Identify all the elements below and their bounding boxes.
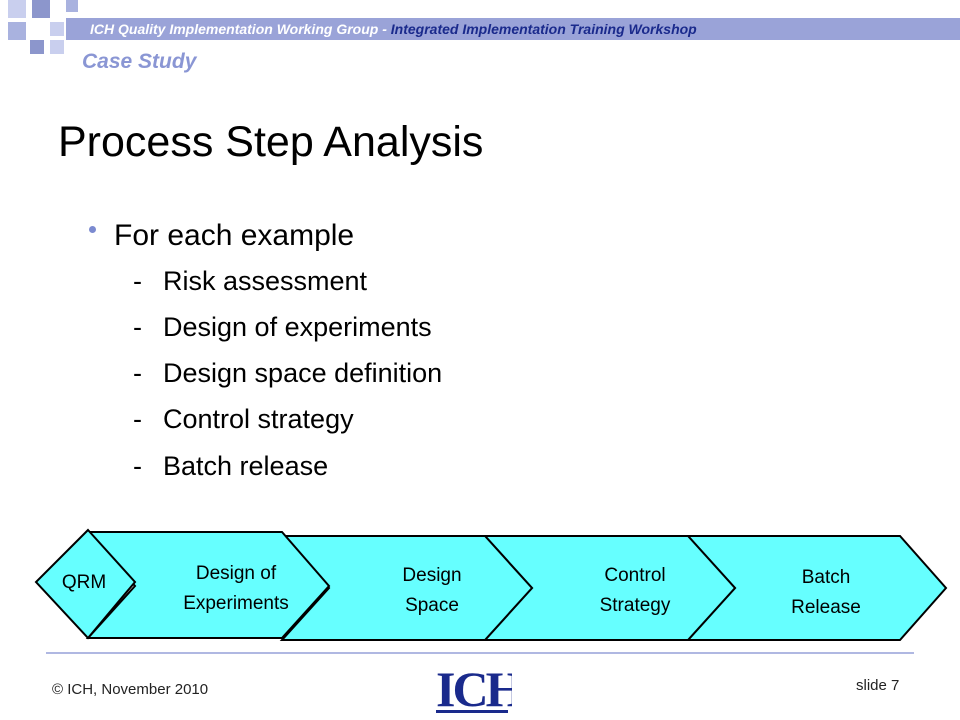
flow-step-batch-release-label: Batch Release <box>791 567 861 618</box>
sub-item: -Design space definition <box>133 358 442 389</box>
flow-step-control-strategy-label: Control Strategy <box>599 565 671 616</box>
sub-item-text: Design of experiments <box>163 312 432 342</box>
sub-item-text: Batch release <box>163 451 329 481</box>
header-banner-text: ICH Quality Implementation Working Group… <box>90 21 697 37</box>
flow-step-design-space-shape <box>279 535 534 641</box>
sub-item: -Risk assessment <box>133 266 367 297</box>
banner-event: Integrated Implementation Training Works… <box>390 21 697 37</box>
flow-step-qrm-label: QRM <box>61 572 107 593</box>
bullet-icon <box>89 226 96 233</box>
sub-item: -Batch release <box>133 451 328 482</box>
sub-item-text: Design space definition <box>163 358 443 388</box>
banner-org: ICH Quality Implementation Working Group <box>90 21 379 37</box>
section-label: Case Study <box>82 50 197 73</box>
header-banner <box>66 18 960 40</box>
flow-step-design-space-label: Design Space <box>402 565 462 616</box>
flow-step-doe-shape <box>85 531 331 639</box>
svg-text:ICH: ICH <box>436 661 512 716</box>
dash-icon: - <box>133 358 142 388</box>
flow-step-doe-label: Design of Experiments <box>183 563 289 614</box>
sub-item: -Design of experiments <box>133 312 432 343</box>
slide-title: Process Step Analysis <box>58 118 484 166</box>
process-flow-diagram <box>34 528 948 641</box>
bullet-text: For each example <box>114 219 355 252</box>
ich-logo: ICH <box>436 661 512 716</box>
sub-item-text: Risk assessment <box>163 266 368 296</box>
slide-number: slide 7 <box>856 677 900 694</box>
sub-item-text: Control strategy <box>163 404 354 434</box>
banner-separator: - <box>378 21 391 37</box>
dash-icon: - <box>133 404 142 434</box>
footer-divider <box>46 652 914 654</box>
sub-item: -Control strategy <box>133 404 354 435</box>
footer-copyright: © ICH, November 2010 <box>52 681 209 698</box>
dash-icon: - <box>133 312 142 342</box>
dash-icon: - <box>133 266 142 296</box>
flow-step-qrm-shape <box>34 528 137 640</box>
dash-icon: - <box>133 451 142 481</box>
